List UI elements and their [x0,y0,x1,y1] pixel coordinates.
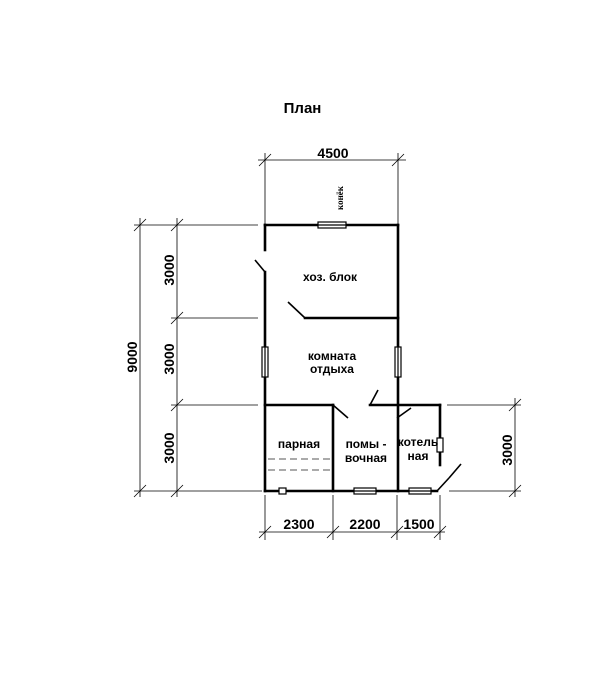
dim-right-tick-bottom [508,484,522,498]
dim-left-row-2: 3000 [161,343,177,374]
ridge-label: конёк [335,185,345,210]
dim-left-row-1: 3000 [161,254,177,285]
dim-bottom-tick-3 [390,525,404,539]
window-boiler-right [436,437,444,453]
door-lounge-wash [332,404,349,419]
dim-left-tick-2 [170,311,184,325]
dim-bottom-tick-2 [326,525,340,539]
door-storage-entry [254,259,266,273]
door-storage-lounge [287,301,306,319]
plan-title: План [283,100,322,117]
dim-left-tick-1 [170,218,184,232]
dim-top-tick-left [258,153,272,167]
dimension-lines [133,153,522,540]
doors [254,259,462,492]
dim-top-tick-right [391,153,405,167]
dim-bottom-1: 2300 [283,516,314,532]
dim-left-row-3: 3000 [161,432,177,463]
dim-left-total-label: 9000 [124,341,140,372]
dim-right-tick-top [508,398,522,412]
door-boiler-outer [448,463,462,479]
room-boiler-line2: ная [408,449,429,463]
windows [261,221,444,495]
dim-bottom-2: 2200 [349,516,380,532]
room-steam: парная [278,437,320,451]
steam-bench [268,458,330,471]
room-lounge-line2: отдыха [310,362,354,376]
dim-top-label: 4500 [317,145,348,161]
dim-left-tick-3 [170,398,184,412]
wall-boiler-stub [436,477,450,492]
room-storage: хоз. блок [303,270,358,284]
walls [263,223,442,493]
room-wash-line1: помы - [346,437,387,451]
dim-bottom-tick-4 [433,525,447,539]
dim-left-tick-4 [170,484,184,498]
room-boiler-line1: котель [398,435,438,449]
door-boiler-inner [396,407,412,419]
dim-bottom-tick-1 [258,525,272,539]
room-wash-line2: вочная [345,451,387,465]
dim-bottom-3: 1500 [403,516,434,532]
window-bottom-steam [278,487,287,495]
room-lounge-line1: комната [308,349,357,363]
dim-right-label: 3000 [499,434,515,465]
door-wash-lounge [369,389,379,406]
